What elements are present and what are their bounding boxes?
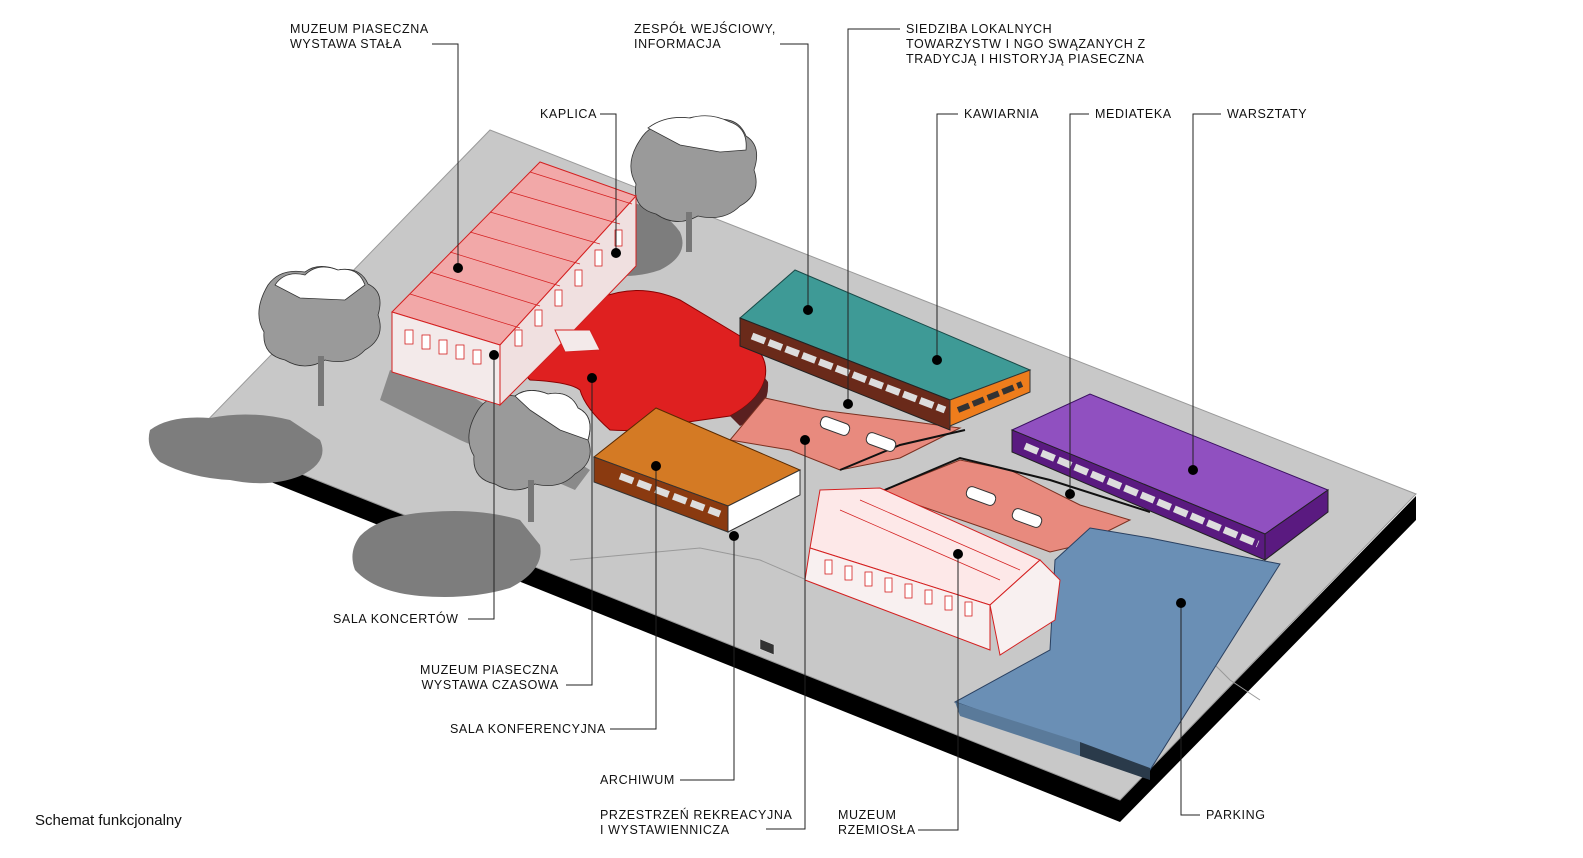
cafe-windows (759, 638, 775, 656)
marker-dot (587, 373, 597, 383)
palace-roof-hatch (409, 171, 633, 329)
crafts-museum-building (804, 487, 1061, 656)
tree (630, 115, 758, 252)
marker-dot (953, 549, 963, 559)
marker-dot (489, 350, 499, 360)
ground-path (569, 547, 831, 591)
label-siedziba: SIEDZIBA LOKALNYCH TOWARZYSTW I NGO SWĄZ… (906, 22, 1146, 67)
marker-dot (803, 305, 813, 315)
tree (468, 390, 591, 522)
leader-sala-konferencyjna (610, 466, 657, 730)
leader-przestrzen (766, 440, 806, 830)
label-line: I WYSTAWIENNICZA (600, 823, 730, 837)
cafe-window-band-orange (956, 381, 1024, 413)
label-line: WYSTAWA STAŁA (290, 37, 402, 51)
crafts-roof-lines (839, 499, 1021, 581)
label-warsztaty: WARSZTATY (1227, 107, 1307, 122)
label-zespol-wejsciowy: ZESPÓŁ WEJŚCIOWY, INFORMACJA (634, 22, 776, 52)
leader-mediateka (1069, 113, 1089, 494)
palace-side-wall (499, 194, 637, 407)
marker-dot (932, 355, 942, 365)
label-line: SIEDZIBA LOKALNYCH (906, 22, 1053, 36)
parking-ramp-light (955, 702, 1080, 756)
parking-ramp (1080, 742, 1150, 780)
label-kawiarnia: KAWIARNIA (964, 107, 1039, 122)
palace-entrance-stairs (554, 329, 601, 353)
label-sala-koncertow: SALA KONCERTÓW (333, 612, 459, 627)
label-line: WARSZTATY (1227, 107, 1308, 121)
marker-dot (843, 399, 853, 409)
temporary-exhibition-wall (730, 378, 769, 426)
railing (839, 429, 966, 471)
label-line: INFORMACJA (634, 37, 722, 51)
crafts-windows (824, 559, 973, 617)
label-line: TOWARZYSTW I NGO SWĄZANYCH Z (906, 37, 1146, 51)
label-przestrzen-rekreacyjna: PRZESTRZEŃ REKREACYJNA I WYSTAWIENNICZA (600, 808, 792, 838)
label-line: MUZEUM (838, 808, 897, 822)
leader-kawiarnia (936, 113, 958, 360)
label-line: ARCHIWUM (600, 773, 675, 787)
marker-dot (1176, 598, 1186, 608)
tree (258, 266, 381, 406)
leader-muzeum-rzemiosla (918, 554, 959, 831)
leader-parking (1180, 603, 1200, 816)
leader-archiwum (680, 536, 735, 781)
label-muzeum-wystawa-stala: MUZEUM PIASECZNA WYSTAWA STAŁA (290, 22, 429, 52)
label-line: SALA KONCERTÓW (333, 612, 459, 626)
leader-muzeum-stala (432, 43, 459, 268)
leader-siedziba (847, 28, 900, 404)
label-line: PRZESTRZEŃ REKREACYJNA (600, 808, 793, 822)
palace-windows (404, 229, 623, 365)
label-line: MEDIATEKA (1095, 107, 1172, 121)
label-line: RZEMIOSŁA (838, 823, 916, 837)
leader-sala-koncertow (468, 355, 495, 620)
label-line: KAWIARNIA (964, 107, 1040, 121)
label-line: WYSTAWA CZASOWA (421, 678, 559, 692)
conference-building-side (727, 469, 801, 533)
site-slab-side-right (1120, 496, 1416, 822)
marker-dot (1065, 489, 1075, 499)
label-muzeum-rzemiosla: MUZEUM RZEMIOSŁA (838, 808, 916, 838)
conference-window-band (618, 472, 722, 518)
historic-palace (391, 161, 637, 407)
workshop-building-side (1264, 489, 1329, 562)
label-line: MUZEUM PIASECZNA (290, 22, 429, 36)
label-line: SALA KONFERENCYJNA (450, 722, 606, 736)
crafts-courtyard (878, 459, 1132, 553)
leader-warsztaty (1192, 113, 1221, 470)
workshop-window-band (1023, 442, 1260, 548)
marker-dot (611, 248, 621, 258)
marker-dot (800, 435, 810, 445)
marker-dot (1188, 465, 1198, 475)
label-line: KAPLICA (540, 107, 598, 121)
label-line: ZESPÓŁ WEJŚCIOWY, (634, 22, 776, 36)
leader-kaplica (600, 113, 617, 253)
leader-lines (432, 28, 1221, 831)
leader-muzeum-czasowa (566, 378, 593, 686)
leader-zespol (780, 43, 809, 310)
marker-dot (651, 461, 661, 471)
benches (819, 416, 1043, 528)
label-sala-konferencyjna: SALA KONFERENCYJNA (450, 722, 606, 737)
marker-dot (453, 263, 463, 273)
label-archiwum: ARCHIWUM (600, 773, 675, 788)
label-line: MUZEUM PIASECZNA (420, 663, 559, 677)
crafts-side-wall (989, 559, 1061, 656)
label-line: TRADYCJĄ I HISTORYJĄ PIASECZNA (906, 52, 1145, 66)
label-muzeum-wystawa-czasowa: MUZEUM PIASECZNA WYSTAWA CZASOWA (420, 663, 559, 693)
label-mediateka: MEDIATEKA (1095, 107, 1172, 122)
railing (879, 456, 1151, 513)
label-parking: PARKING (1206, 808, 1266, 823)
marker-dot (729, 531, 739, 541)
diagram-caption: Schemat funkcjonalny (35, 812, 182, 829)
label-line: PARKING (1206, 808, 1266, 822)
marker-dots (453, 248, 1198, 608)
label-kaplica: KAPLICA (540, 107, 597, 122)
